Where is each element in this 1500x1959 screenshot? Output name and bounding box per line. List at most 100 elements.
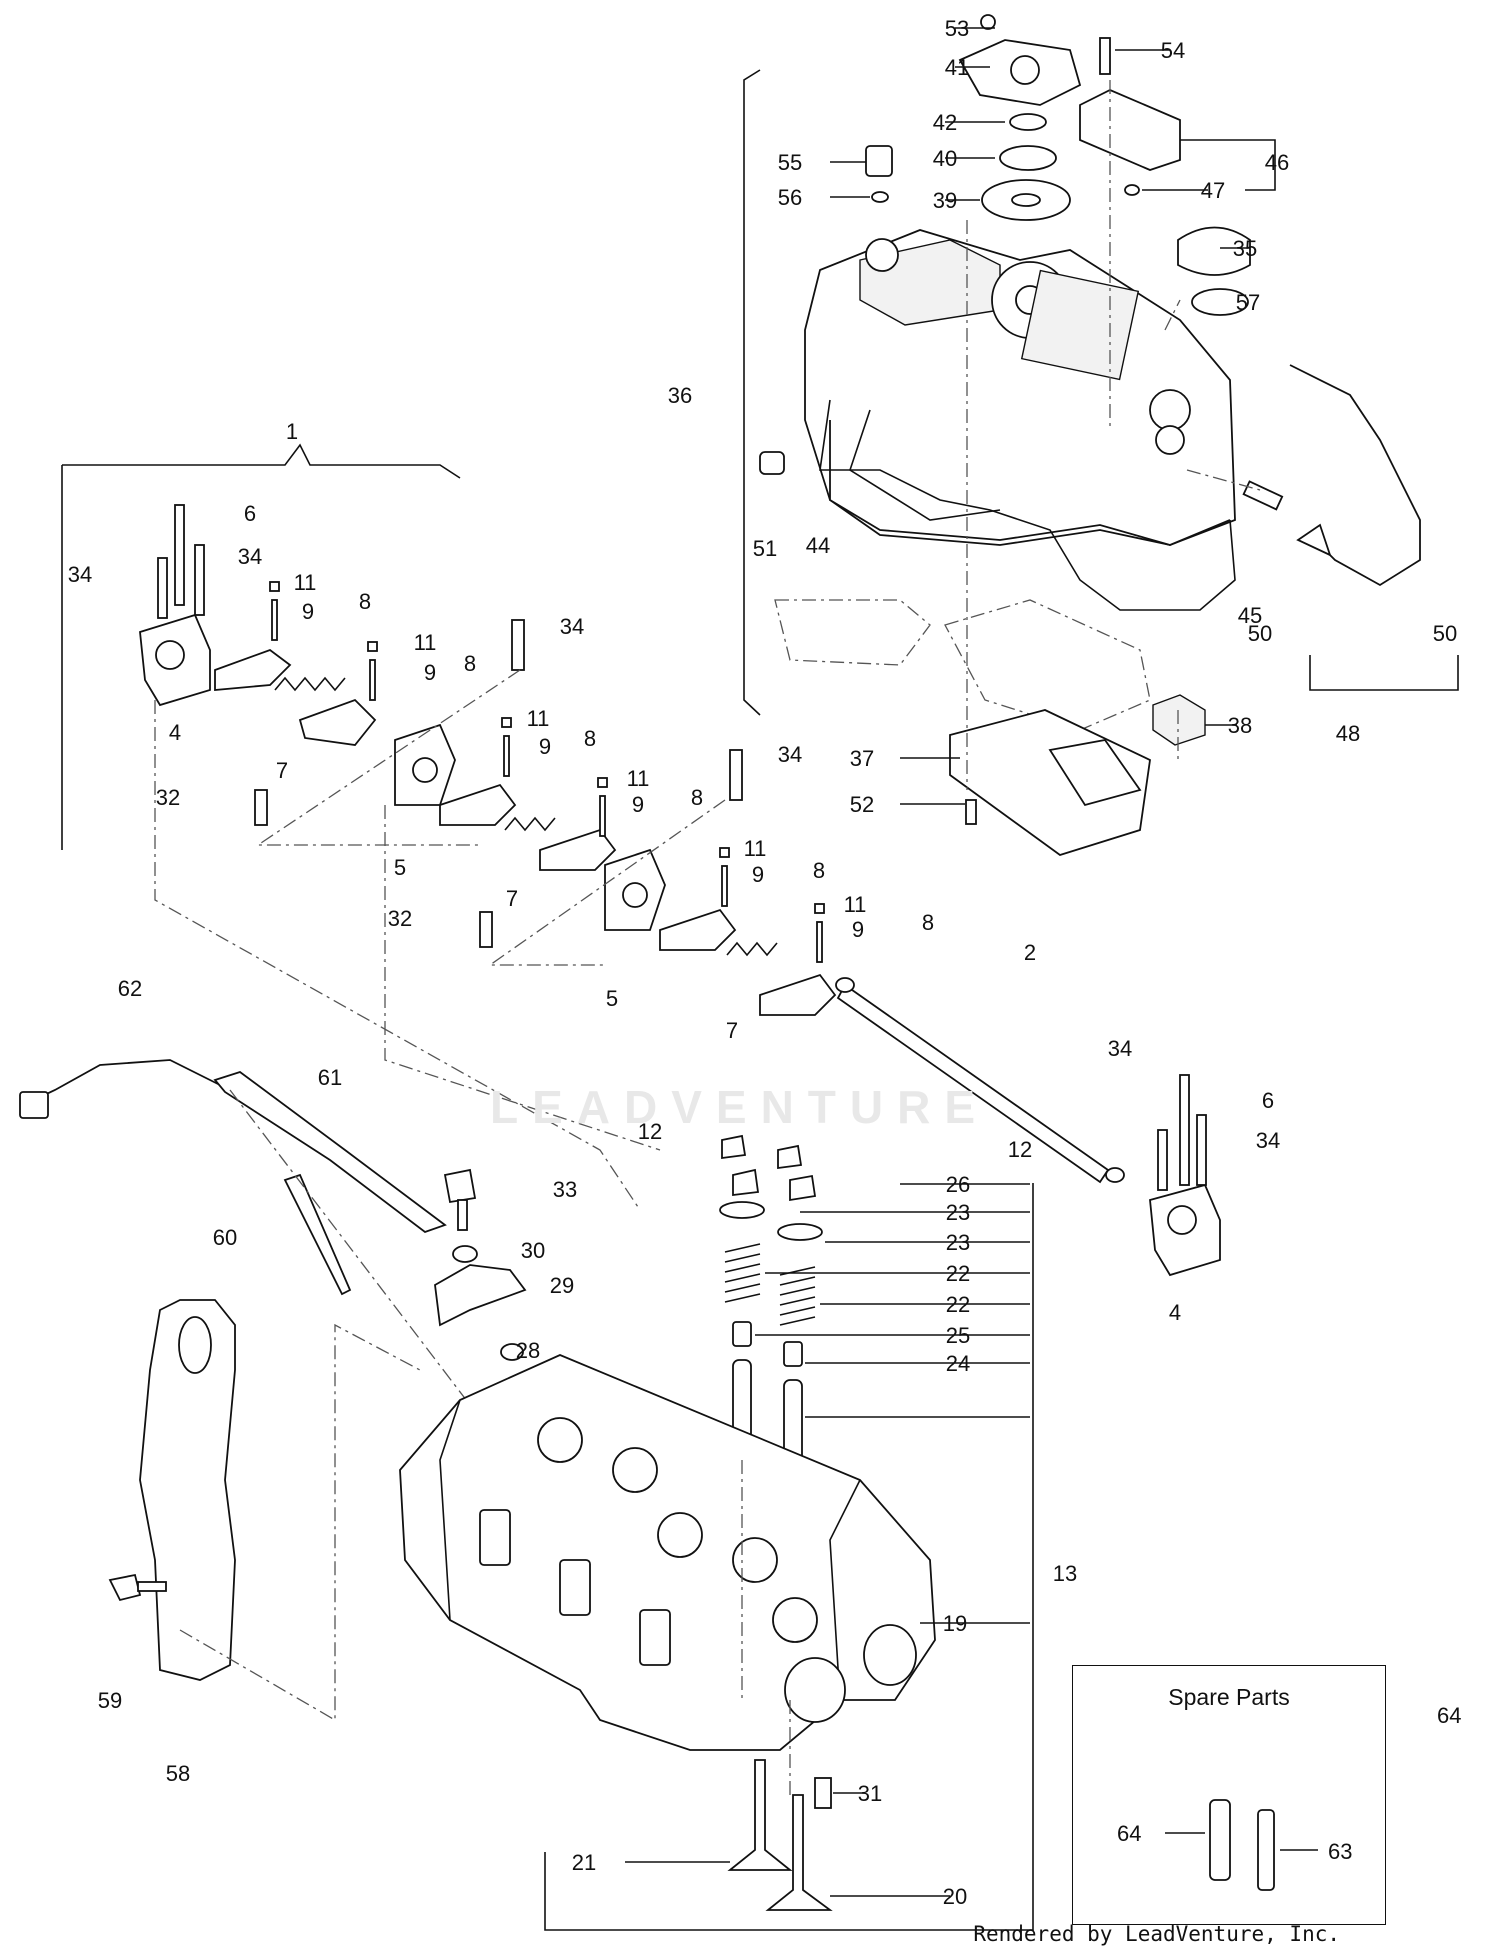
callout-52: 52 (850, 792, 874, 817)
screw-52 (965, 799, 977, 825)
callout-22: 22 (946, 1292, 970, 1317)
credit-text: Rendered by LeadVenture, Inc. (973, 1922, 1340, 1946)
callout-8: 8 (691, 785, 703, 810)
spare-parts-box: Spare Parts 64 63 (1072, 1665, 1386, 1925)
callout-24: 24 (946, 1351, 970, 1376)
callout-11: 11 (414, 630, 437, 655)
callout-29: 29 (550, 1273, 574, 1298)
callout-5: 5 (394, 855, 406, 880)
rocker-support-5 (394, 723, 666, 931)
callout-51: 51 (753, 536, 777, 561)
gasket-dashed (944, 599, 1151, 731)
callout-5: 5 (606, 986, 618, 1011)
callout-8: 8 (464, 651, 476, 676)
bracket-46 (1165, 139, 1276, 191)
valve-20 (765, 1794, 833, 1911)
valve-train (719, 1134, 823, 1471)
callout-34: 34 (778, 742, 802, 767)
callout-47: 47 (1201, 178, 1225, 203)
callout-1: 1 (286, 419, 298, 444)
oring-57 (1191, 288, 1249, 316)
hose-clamp-50 (1296, 523, 1332, 557)
rocker-support-4-left (139, 504, 211, 707)
valve-cover (804, 229, 1236, 546)
oring-56 (871, 191, 889, 203)
callout-7: 7 (506, 886, 518, 911)
glow-lead-62 (37, 1059, 231, 1099)
callout-11: 11 (844, 892, 867, 917)
valve-21 (727, 1759, 793, 1871)
callout-60: 60 (213, 1225, 237, 1250)
callout-6: 6 (244, 501, 256, 526)
callout-37: 37 (850, 746, 874, 771)
callout-9: 9 (424, 660, 436, 685)
springs-7 (274, 676, 778, 957)
callout-58: 58 (166, 1761, 190, 1786)
callout-55: 55 (778, 150, 802, 175)
callout-8: 8 (584, 726, 596, 751)
callout-34: 34 (68, 562, 92, 587)
filler-cap-35 (1177, 226, 1251, 276)
callout-44: 44 (806, 533, 830, 558)
callout-8: 8 (922, 910, 934, 935)
pad-38 (1152, 694, 1206, 746)
sleeve-63 (1257, 1809, 1275, 1891)
gasket-44 (819, 399, 1236, 611)
callout-9: 9 (632, 792, 644, 817)
callout-11: 11 (527, 706, 550, 731)
callout-11: 11 (627, 766, 650, 791)
callout-32: 32 (156, 785, 180, 810)
spare-label-64: 64 (1117, 1821, 1142, 1846)
callout-7: 7 (726, 1018, 738, 1043)
bracket-13 (544, 1183, 1034, 1931)
callout-9: 9 (539, 734, 551, 759)
rocker-support-4-right (1149, 1074, 1221, 1277)
callout-39: 39 (933, 188, 957, 213)
rocker-arms (214, 648, 837, 1016)
sealant-tube (774, 599, 931, 666)
callout-32: 32 (388, 906, 412, 931)
bracket-36 (743, 69, 761, 716)
callout-19: 19 (943, 1611, 967, 1636)
callout-45: 45 (1238, 603, 1262, 628)
callout-56: 56 (778, 185, 802, 210)
callout-31: 31 (858, 1781, 882, 1806)
callout-64-outside: 64 (1437, 1703, 1462, 1728)
bus-bar-61 (213, 1071, 447, 1234)
callout-9: 9 (302, 599, 314, 624)
glow-plug-60 (283, 1173, 352, 1296)
callout-62: 62 (118, 976, 142, 1001)
callout-6: 6 (1262, 1088, 1274, 1113)
callout-7: 7 (276, 758, 288, 783)
callout-28: 28 (516, 1338, 540, 1363)
fitting-45 (1242, 480, 1284, 511)
callout-22: 22 (946, 1261, 970, 1286)
callout-12: 12 (638, 1119, 662, 1144)
callout-46: 46 (1265, 150, 1289, 175)
bolts-34-32 (254, 619, 743, 948)
callout-54: 54 (1161, 38, 1185, 63)
seal-19 (863, 1624, 917, 1686)
callout-13: 13 (1053, 1561, 1077, 1586)
dowel-31 (814, 1777, 832, 1809)
callout-9: 9 (852, 917, 864, 942)
callout-9: 9 (752, 862, 764, 887)
spare-label-63: 63 (1328, 1839, 1353, 1864)
callout-4: 4 (1169, 1300, 1181, 1325)
callout-36: 36 (668, 383, 692, 408)
callout-11: 11 (744, 836, 767, 861)
callout-23: 23 (946, 1230, 970, 1255)
callout-26: 26 (946, 1172, 970, 1197)
callout-59: 59 (98, 1688, 122, 1713)
callout-20: 20 (943, 1884, 967, 1909)
callout-34: 34 (560, 614, 584, 639)
callout-25: 25 (946, 1323, 970, 1348)
sleeve-64 (1209, 1799, 1231, 1881)
callout-34: 34 (1256, 1128, 1280, 1153)
bracket-48 (1309, 655, 1459, 691)
callout-33: 33 (553, 1177, 577, 1202)
rocker-shaft-2 (836, 983, 1110, 1184)
bolt-59 (108, 1573, 142, 1602)
